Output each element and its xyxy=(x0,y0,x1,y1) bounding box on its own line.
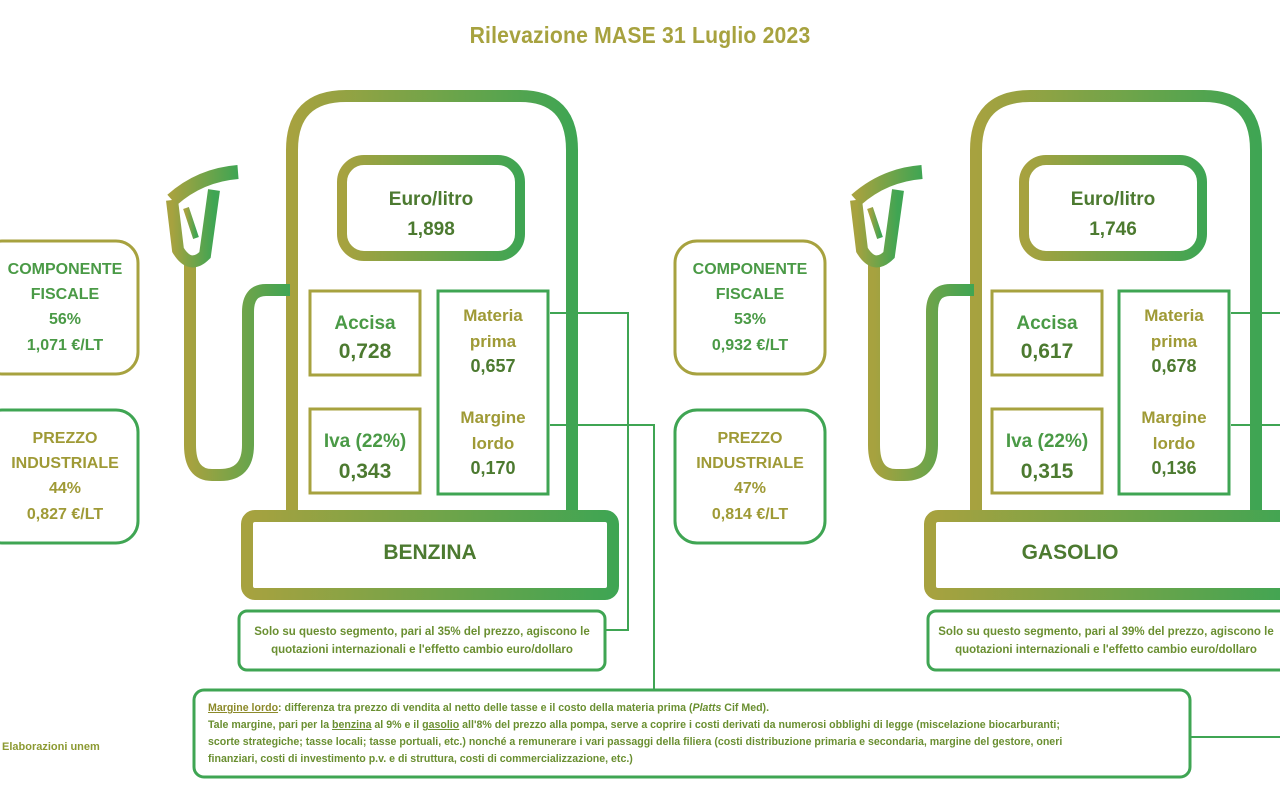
materia-label: prima xyxy=(1150,332,1198,351)
margine-value: 0,170 xyxy=(470,458,516,478)
materia-label: Materia xyxy=(1144,306,1204,325)
definition-line: finanziari, costi di investimento p.v. e… xyxy=(208,753,633,766)
materia-label: Materia xyxy=(463,306,523,325)
price-value: 1,898 xyxy=(407,219,455,240)
industrial-value: 0,814 €/LT xyxy=(711,506,789,523)
connector-line xyxy=(550,312,629,631)
segment-note-line: Solo su questo segmento, pari al 35% del… xyxy=(254,626,590,638)
definition-line: scorte strategiche; tasse locali; tasse … xyxy=(208,736,1063,749)
credit-text: Elaborazioni unem xyxy=(2,741,100,753)
segment-note-box xyxy=(237,609,607,672)
definition-text: : differenza tra prezzo di vendita al ne… xyxy=(278,702,693,714)
iva-value: 0,315 xyxy=(1020,460,1074,483)
fuel-name: GASOLIO xyxy=(1021,541,1119,564)
segment-note-box xyxy=(926,609,1280,672)
fiscal-value: 0,932 €/LT xyxy=(711,337,789,354)
industrial-box xyxy=(436,289,550,496)
definition-text: benzina xyxy=(332,719,372,732)
fuel-nozzle-icon xyxy=(166,165,290,481)
price-label: Euro/litro xyxy=(388,189,474,210)
accisa-box xyxy=(990,289,1104,377)
definition-text: gasolio xyxy=(422,719,460,732)
fiscal-pct: 53% xyxy=(733,311,767,328)
accisa-value: 0,617 xyxy=(1020,340,1074,363)
iva-box xyxy=(308,407,422,495)
margine-label: lordo xyxy=(471,434,515,453)
fiscal-label: COMPONENTE xyxy=(7,261,123,278)
segment-note: Solo su questo segmento, pari al 39% del… xyxy=(932,624,1280,660)
price-label: Euro/litro xyxy=(1070,189,1156,210)
price-value: 1,746 xyxy=(1089,219,1137,240)
margine-value: 0,136 xyxy=(1151,458,1197,478)
industrial-label: PREZZO xyxy=(32,430,98,447)
industrial-value: 0,827 €/LT xyxy=(26,506,104,523)
definition-text: Cif Med). xyxy=(721,702,770,714)
fuel-pump-icon xyxy=(241,90,619,600)
margine-label: Margine xyxy=(460,408,526,427)
iva-label: Iva (22%) xyxy=(1005,431,1089,452)
fiscal-box xyxy=(0,239,140,376)
segment-note: Solo su questo segmento, pari al 35% del… xyxy=(239,624,605,660)
fiscal-box xyxy=(673,239,827,376)
industrial-pct: 47% xyxy=(733,480,767,497)
definition-line: Tale margine, pari per la benzina al 9% … xyxy=(208,717,1178,734)
iva-value: 0,343 xyxy=(338,460,392,483)
fiscal-pct: 56% xyxy=(48,311,82,328)
definition-text: Tale margine, pari per la xyxy=(208,719,333,732)
iva-box xyxy=(990,407,1104,495)
fiscal-label: FISCALE xyxy=(30,286,100,303)
margine-label: Margine xyxy=(1141,408,1207,427)
definition-term: Margine lordo xyxy=(208,702,279,714)
definition-note: Margine lordo: differenza tra prezzo di … xyxy=(208,700,1178,769)
definition-box xyxy=(192,688,1192,779)
industrial-price-box xyxy=(0,408,140,545)
definition-text: al 9% e il xyxy=(371,719,423,732)
page-title: Rilevazione MASE 31 Luglio 2023 xyxy=(469,22,811,48)
definition-text: Platts xyxy=(692,702,722,714)
segment-note-line: quotazioni internazionali e l'effetto ca… xyxy=(955,643,1257,656)
accisa-value: 0,728 xyxy=(338,340,392,363)
industrial-box xyxy=(1117,289,1231,496)
accisa-box xyxy=(308,289,422,377)
industrial-label: INDUSTRIALE xyxy=(696,455,804,472)
industrial-label: INDUSTRIALE xyxy=(11,455,119,472)
connector-line xyxy=(550,424,655,690)
industrial-price-box xyxy=(673,408,827,545)
industrial-label: PREZZO xyxy=(717,430,783,447)
fiscal-label: FISCALE xyxy=(715,286,785,303)
segment-note-line: Solo su questo segmento, pari al 39% del… xyxy=(938,626,1274,638)
materia-value: 0,678 xyxy=(1151,356,1197,376)
iva-label: Iva (22%) xyxy=(323,431,407,452)
fuel-name: BENZINA xyxy=(383,541,477,564)
accisa-label: Accisa xyxy=(1016,313,1078,334)
fuel-nozzle-icon xyxy=(850,165,974,481)
fiscal-value: 1,071 €/LT xyxy=(26,337,104,354)
fuel-pump-icon xyxy=(924,90,1280,600)
definition-text: all'8% del prezzo alla pompa, serve a co… xyxy=(459,719,1060,732)
segment-note-line: quotazioni internazionali e l'effetto ca… xyxy=(271,643,573,656)
accisa-label: Accisa xyxy=(334,313,396,334)
definition-line: Margine lordo: differenza tra prezzo di … xyxy=(208,700,1178,717)
fiscal-label: COMPONENTE xyxy=(692,261,808,278)
industrial-pct: 44% xyxy=(48,480,82,497)
materia-value: 0,657 xyxy=(470,356,516,376)
materia-label: prima xyxy=(469,332,517,351)
margine-label: lordo xyxy=(1152,434,1196,453)
